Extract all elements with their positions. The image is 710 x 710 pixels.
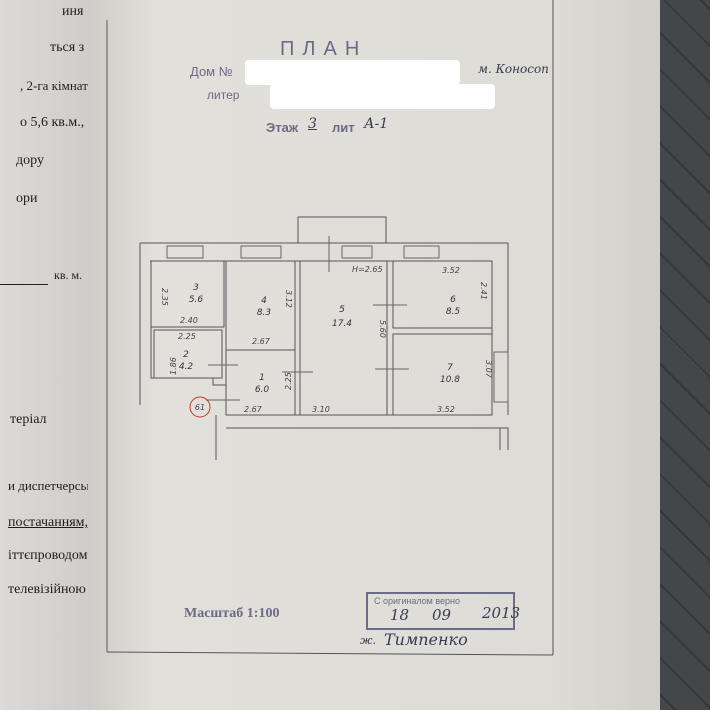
stamp-day: 18 bbox=[390, 606, 410, 624]
dimension: 1.86 bbox=[169, 357, 178, 375]
text-line: иня bbox=[62, 4, 84, 19]
room-1 bbox=[225, 349, 296, 416]
text-line: ори bbox=[16, 191, 38, 206]
dimension: 3.07 bbox=[484, 360, 493, 379]
text-line: теріал bbox=[10, 412, 47, 427]
room-7-area: 10.8 bbox=[440, 375, 460, 385]
dimension: 2.25 bbox=[178, 332, 196, 341]
room-5-number: 5 bbox=[339, 305, 345, 315]
scale-label: Масштаб 1:100 bbox=[184, 606, 280, 621]
room-7-number: 7 bbox=[447, 363, 453, 373]
room-2 bbox=[153, 329, 223, 379]
plan-title: ПЛАН bbox=[280, 38, 368, 60]
text-line: ться з 4 bbox=[50, 40, 95, 55]
left-wall bbox=[139, 243, 227, 415]
redacted-address bbox=[245, 60, 460, 85]
corridor-wall bbox=[215, 415, 509, 460]
floor-label: Этаж bbox=[266, 120, 299, 135]
room-3-area: 5.6 bbox=[189, 295, 204, 305]
house-label: Дом № bbox=[190, 64, 233, 79]
dimension: 2.67 bbox=[244, 405, 263, 414]
text-line: кв. м. bbox=[54, 268, 83, 282]
room-4-number: 4 bbox=[261, 296, 267, 306]
dimension: 3.10 bbox=[312, 405, 330, 414]
certification-stamp: С оригиналом верно bbox=[366, 592, 515, 630]
lit-label: лит bbox=[332, 120, 355, 135]
dimension: 2.41 bbox=[479, 282, 488, 300]
dimension: 5.60 bbox=[378, 320, 387, 338]
floor-value: 3 bbox=[308, 116, 317, 132]
dimension: 2.67 bbox=[252, 337, 271, 346]
dimension: 3.12 bbox=[284, 290, 293, 308]
redacted-litera bbox=[270, 84, 495, 109]
room-4-area: 8.3 bbox=[257, 308, 272, 318]
dimension: 2.25 bbox=[284, 372, 293, 390]
room-6-number: 6 bbox=[450, 295, 456, 305]
room-2-area: 4.2 bbox=[179, 362, 194, 372]
room-5-area: 17.4 bbox=[332, 319, 352, 329]
balcony bbox=[297, 216, 387, 244]
room-7 bbox=[392, 333, 493, 416]
dimension: 3.52 bbox=[437, 405, 455, 414]
apartment-number: 61 bbox=[195, 403, 205, 412]
dimension: 2.40 bbox=[180, 316, 198, 325]
text-line: и диспетчерської bbox=[8, 478, 103, 493]
signature-prefix: ж. bbox=[360, 634, 377, 647]
text-line: о 5,6 кв.м., bbox=[20, 115, 85, 130]
text-line: , 2-га кімната bbox=[20, 78, 94, 93]
room-3-number: 3 bbox=[193, 283, 199, 293]
dimension: 3.52 bbox=[442, 266, 460, 275]
stamp-month: 09 bbox=[432, 606, 452, 624]
lit-value: А-1 bbox=[364, 116, 389, 132]
height-note: Н=2.65 bbox=[352, 265, 383, 274]
blank-underline bbox=[0, 270, 48, 285]
text-line: телевізійною bbox=[8, 582, 86, 597]
floor-plan-sheet bbox=[88, 0, 660, 710]
city-handwritten: м. Коносоп bbox=[478, 62, 549, 76]
litera-label: литер bbox=[207, 88, 240, 102]
signature: Тимпенко bbox=[384, 630, 468, 649]
room-1-area: 6.0 bbox=[255, 385, 270, 395]
stamp-text: С оригиналом верно bbox=[374, 596, 461, 606]
text-line: дору bbox=[16, 153, 44, 168]
room-5 bbox=[299, 260, 388, 416]
stamp-year: 2013 bbox=[482, 604, 521, 622]
room-2-number: 2 bbox=[183, 350, 189, 360]
text-line: іттєпроводом, bbox=[8, 548, 91, 563]
frame-bottom bbox=[106, 651, 554, 656]
text-line: постачанням, bbox=[8, 515, 89, 530]
room-1-number: 1 bbox=[259, 373, 265, 383]
apartment-circle bbox=[189, 396, 211, 418]
room-6-area: 8.5 bbox=[446, 307, 461, 317]
dimension: 2.35 bbox=[160, 288, 169, 306]
room-6 bbox=[392, 260, 493, 329]
